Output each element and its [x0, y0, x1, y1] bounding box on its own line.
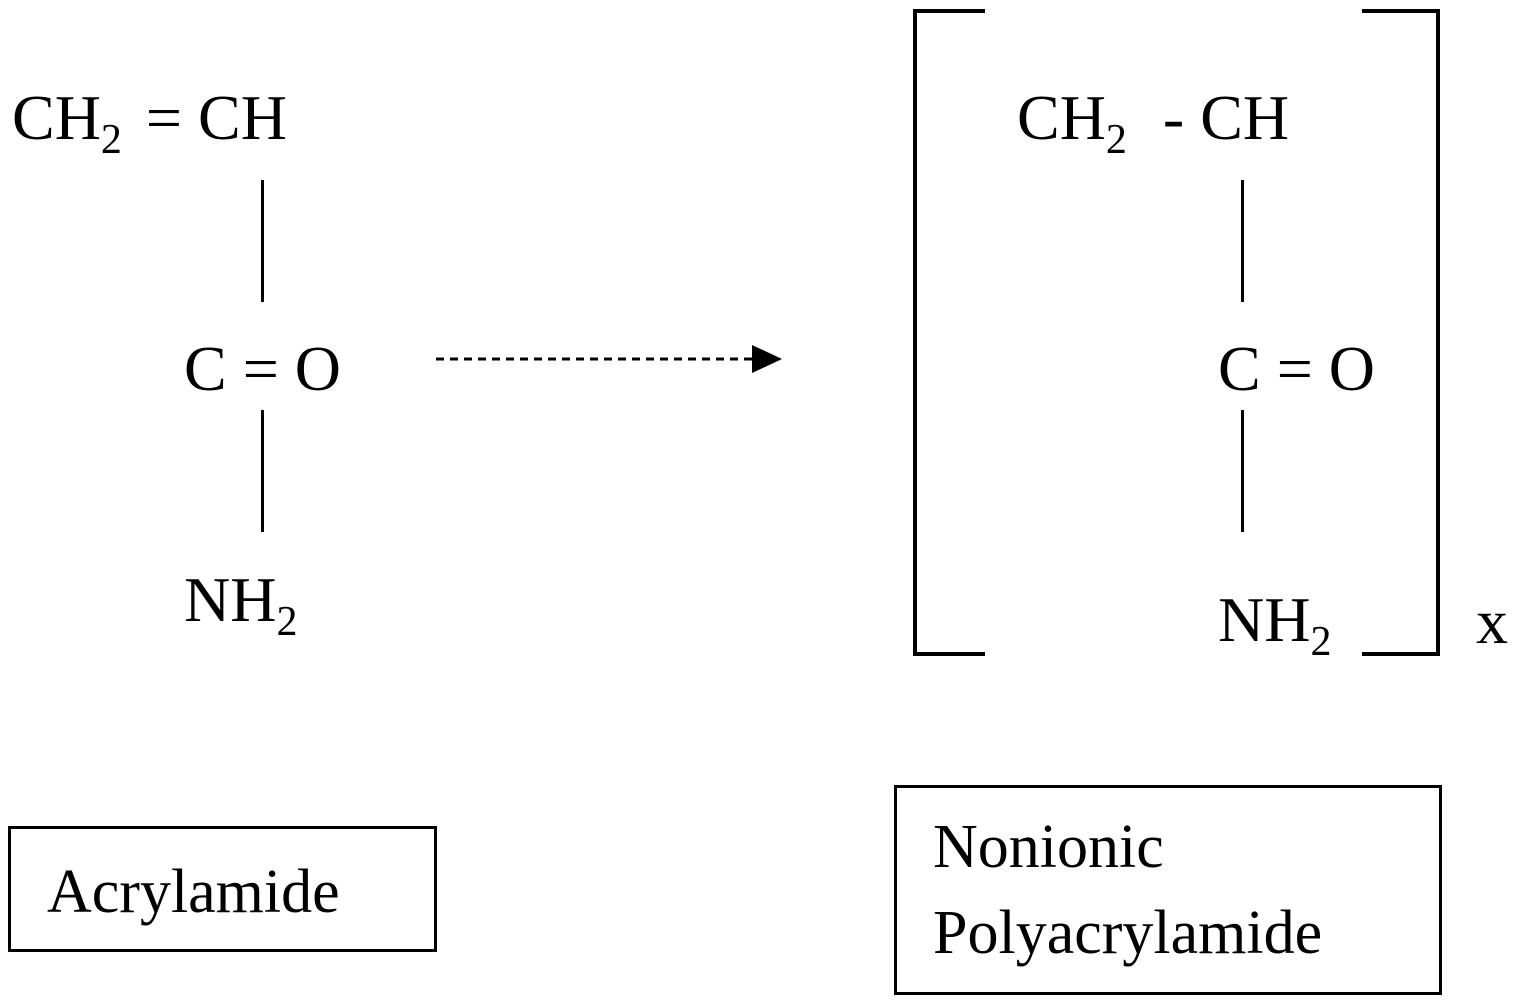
polyacrylamide-label-box: Nonionic Polyacrylamide	[894, 785, 1442, 995]
monomer-bond-lower	[261, 410, 264, 532]
polymer-ch2-text: CH	[1017, 82, 1106, 153]
monomer-double-bond-ch: = CH	[145, 82, 287, 153]
polyacrylamide-label-line1: Nonionic	[933, 813, 1164, 881]
monomer-ch2-group: CH2 = CH	[12, 86, 287, 162]
reaction-arrow-head	[752, 345, 782, 373]
monomer-amine-group: NH2	[184, 568, 297, 644]
polymer-single-bond-ch: - CH	[1162, 82, 1290, 153]
polyacrylamide-label-line2: Polyacrylamide	[933, 899, 1323, 967]
monomer-ch2-text: CH	[12, 82, 101, 153]
acrylamide-label-box: Acrylamide	[8, 826, 437, 952]
polymer-bond-upper	[1241, 180, 1244, 302]
monomer-ch2-subscript: 2	[100, 117, 122, 163]
polymer-amine-subscript: 2	[1310, 619, 1332, 665]
polymer-ch2-subscript: 2	[1105, 117, 1127, 163]
polymer-amine-group: NH2	[1218, 588, 1331, 664]
right-bracket	[1362, 9, 1440, 656]
monomer-carbonyl: C = O	[184, 333, 341, 404]
monomer-bond-upper	[261, 180, 264, 302]
polymer-amine-text: NH	[1218, 584, 1311, 655]
acrylamide-label: Acrylamide	[47, 858, 340, 926]
polymer-carbonyl: C = O	[1218, 333, 1375, 404]
monomer-amine-text: NH	[184, 564, 277, 635]
repeat-index: x	[1476, 586, 1508, 657]
polymer-ch2-group: CH2 - CH	[1017, 86, 1289, 162]
left-bracket	[913, 9, 985, 656]
monomer-amine-subscript: 2	[276, 599, 298, 645]
polymer-bond-lower	[1241, 410, 1244, 532]
